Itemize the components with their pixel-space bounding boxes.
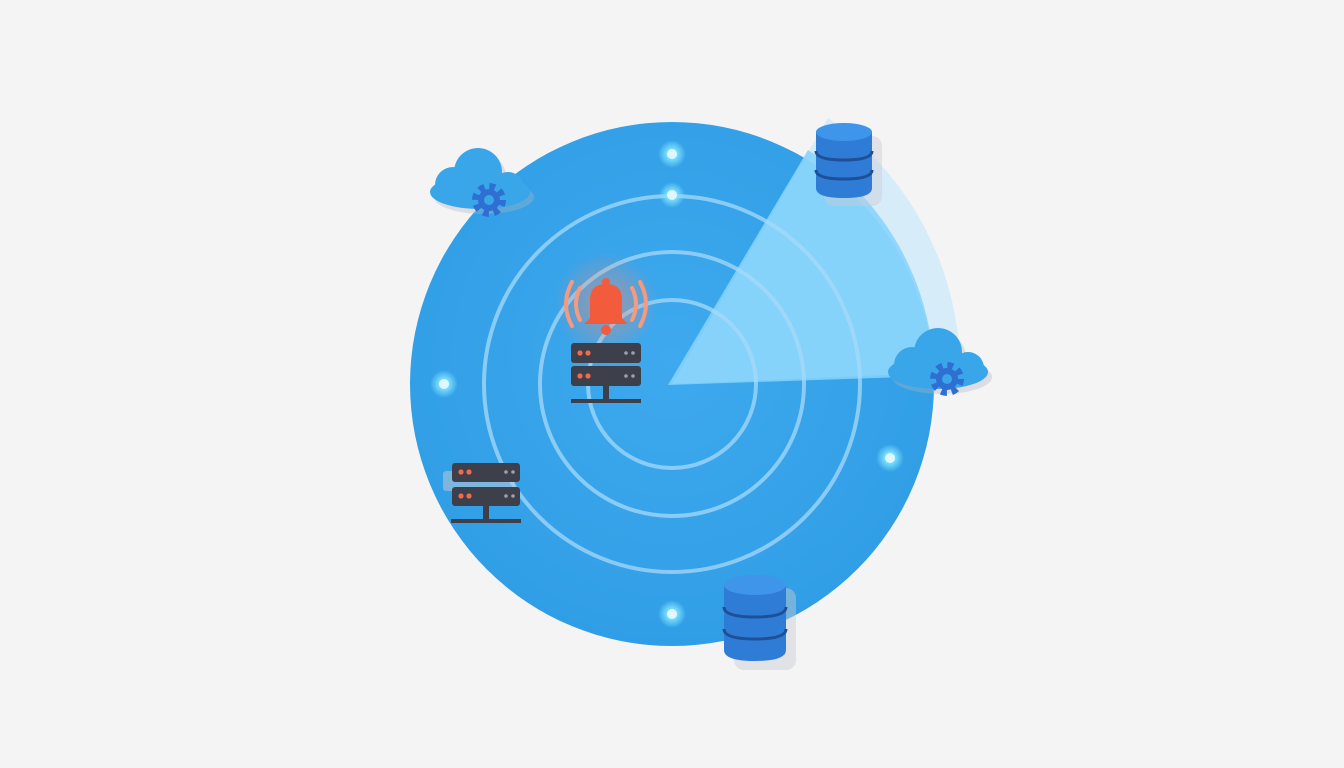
radar-node-top-outer	[658, 140, 686, 168]
radar-node-top-inner	[659, 182, 685, 208]
cloud-gear-icon	[888, 328, 992, 396]
radar-node-right	[876, 444, 904, 472]
cloud-gear-icon	[430, 148, 534, 217]
radar-ring-middle	[538, 250, 806, 518]
radar-node-left	[430, 370, 458, 398]
database-icon	[722, 575, 796, 670]
gear-icon	[472, 183, 506, 217]
gear-icon	[930, 362, 964, 396]
server-rack-icon	[571, 343, 641, 403]
database-icon	[814, 123, 882, 206]
radar-node-bottom	[658, 600, 686, 628]
bell-icon	[554, 252, 658, 356]
server-rack-icon	[443, 463, 521, 523]
